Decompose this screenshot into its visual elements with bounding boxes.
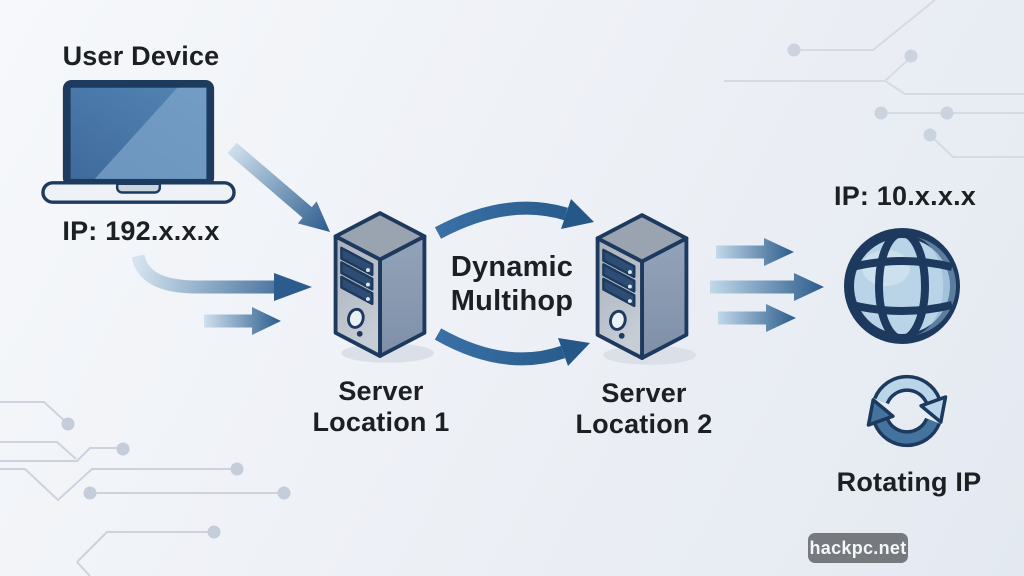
arrow-device-to-server1-diagonal (227, 142, 330, 232)
rotating-arrows-icon (859, 363, 955, 459)
circuit-dots-top-right (787, 43, 954, 142)
server1-label-line1: Server (338, 376, 424, 406)
server-tower-icon-1 (324, 209, 436, 364)
laptop-icon (40, 80, 237, 208)
user-device-title: User Device (62, 41, 220, 71)
rotate-bottom-arrow (866, 398, 941, 448)
arrow-device-to-server1-curved (131, 254, 312, 301)
multihop-label: Dynamic Multihop (451, 250, 573, 318)
arrow-device-to-server1-short (204, 307, 281, 335)
arrow-server2-to-globe-top (716, 238, 794, 266)
watermark-badge: hackpc.net (808, 533, 908, 563)
globe-icon (837, 221, 967, 351)
server2-label-line2: Location 2 (575, 409, 713, 439)
circuit-traces-bottom-left (0, 401, 280, 576)
rotating-ip-label: Rotating IP (836, 467, 982, 497)
exit-ip: IP: 10.x.x.x (834, 181, 976, 211)
arrow-server2-to-globe-bottom (718, 304, 796, 332)
arrow-server2-to-globe-middle (710, 273, 824, 301)
multihop-label-line1: Dynamic (450, 251, 574, 283)
server2-label: Server Location 2 (575, 378, 712, 440)
user-device-ip: IP: 192.x.x.x (62, 216, 220, 246)
arrow-multihop-top-arc (434, 199, 594, 239)
multihop-label-line2: Multihop (450, 285, 574, 317)
arrow-multihop-bottom-arc (434, 328, 590, 366)
server-tower-icon-2 (586, 211, 698, 366)
server2-label-line1: Server (601, 378, 687, 408)
watermark-text: hackpc.net (809, 537, 907, 558)
rotate-top-arrow (873, 374, 948, 424)
server1-label-line2: Location 1 (312, 407, 450, 437)
circuit-traces-top-right (724, 0, 1024, 158)
server1-label: Server Location 1 (312, 376, 449, 438)
circuit-dots-bottom-left (61, 417, 291, 539)
